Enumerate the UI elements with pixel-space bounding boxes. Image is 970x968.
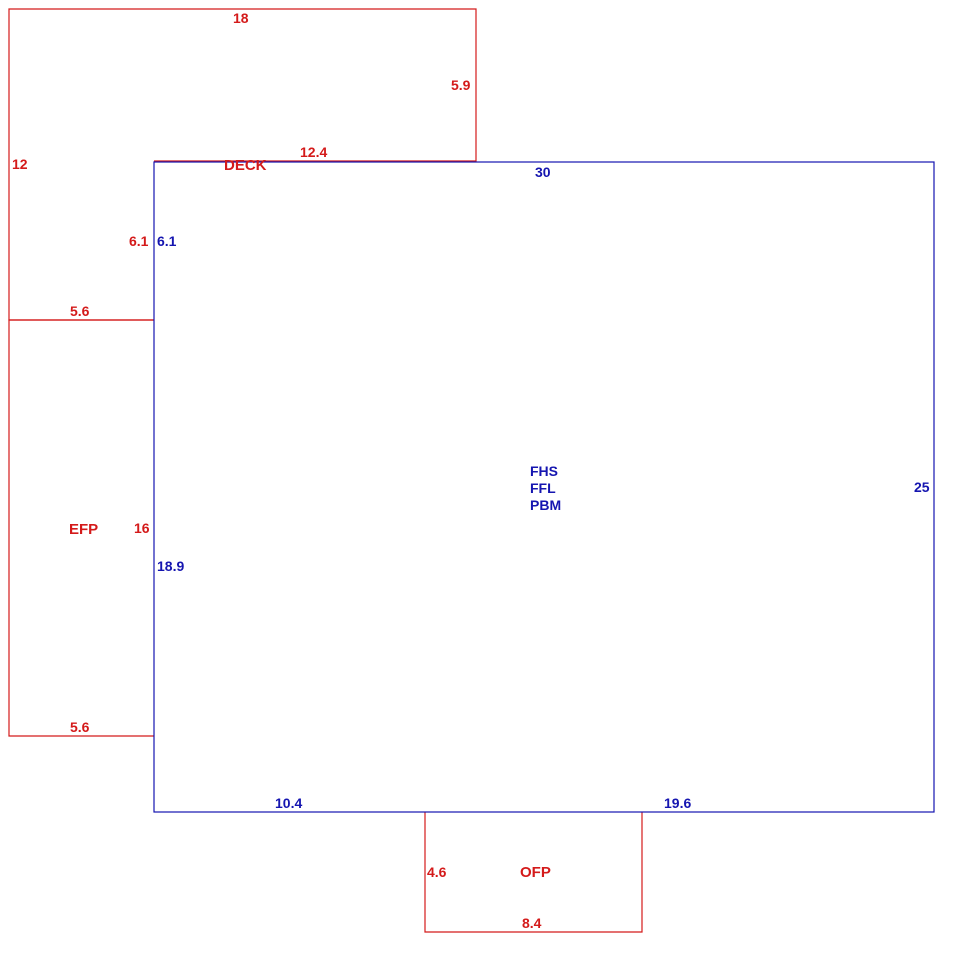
deck-right-dimension: 5.9 (451, 77, 471, 93)
efp-label: EFP (69, 521, 99, 538)
main-area-outline (153, 161, 935, 813)
efp-top-dimension: 5.6 (70, 303, 90, 319)
main-right-dimension: 25 (914, 479, 930, 495)
ofp-label: OFP (520, 864, 551, 881)
ofp-side-dimension: 4.6 (427, 864, 447, 880)
main-area-code-1: FHS (530, 463, 558, 479)
deck-top-dimension: 18 (233, 10, 249, 26)
deck-left-dimension: 12 (12, 156, 28, 172)
ofp-bottom-dimension: 8.4 (522, 915, 542, 931)
deck-inner-dimension: 6.1 (129, 233, 149, 249)
efp-side-dimension: 16 (134, 520, 150, 536)
main-left-upper-dimension: 6.1 (157, 233, 177, 249)
deck-label: DECK (224, 157, 267, 174)
efp-bottom-dimension: 5.6 (70, 719, 90, 735)
main-area-code-2: FFL (530, 480, 556, 496)
main-left-lower-dimension: 18.9 (157, 558, 185, 574)
main-area-code-3: PBM (530, 497, 562, 513)
ofp-outline (424, 812, 643, 933)
main-bottom-left-dimension: 10.4 (275, 795, 303, 811)
efp-outline (8, 319, 154, 737)
main-top-dimension: 30 (535, 164, 551, 180)
main-bottom-right-dimension: 19.6 (664, 795, 692, 811)
deck-bottom-dimension: 12.4 (300, 144, 328, 160)
